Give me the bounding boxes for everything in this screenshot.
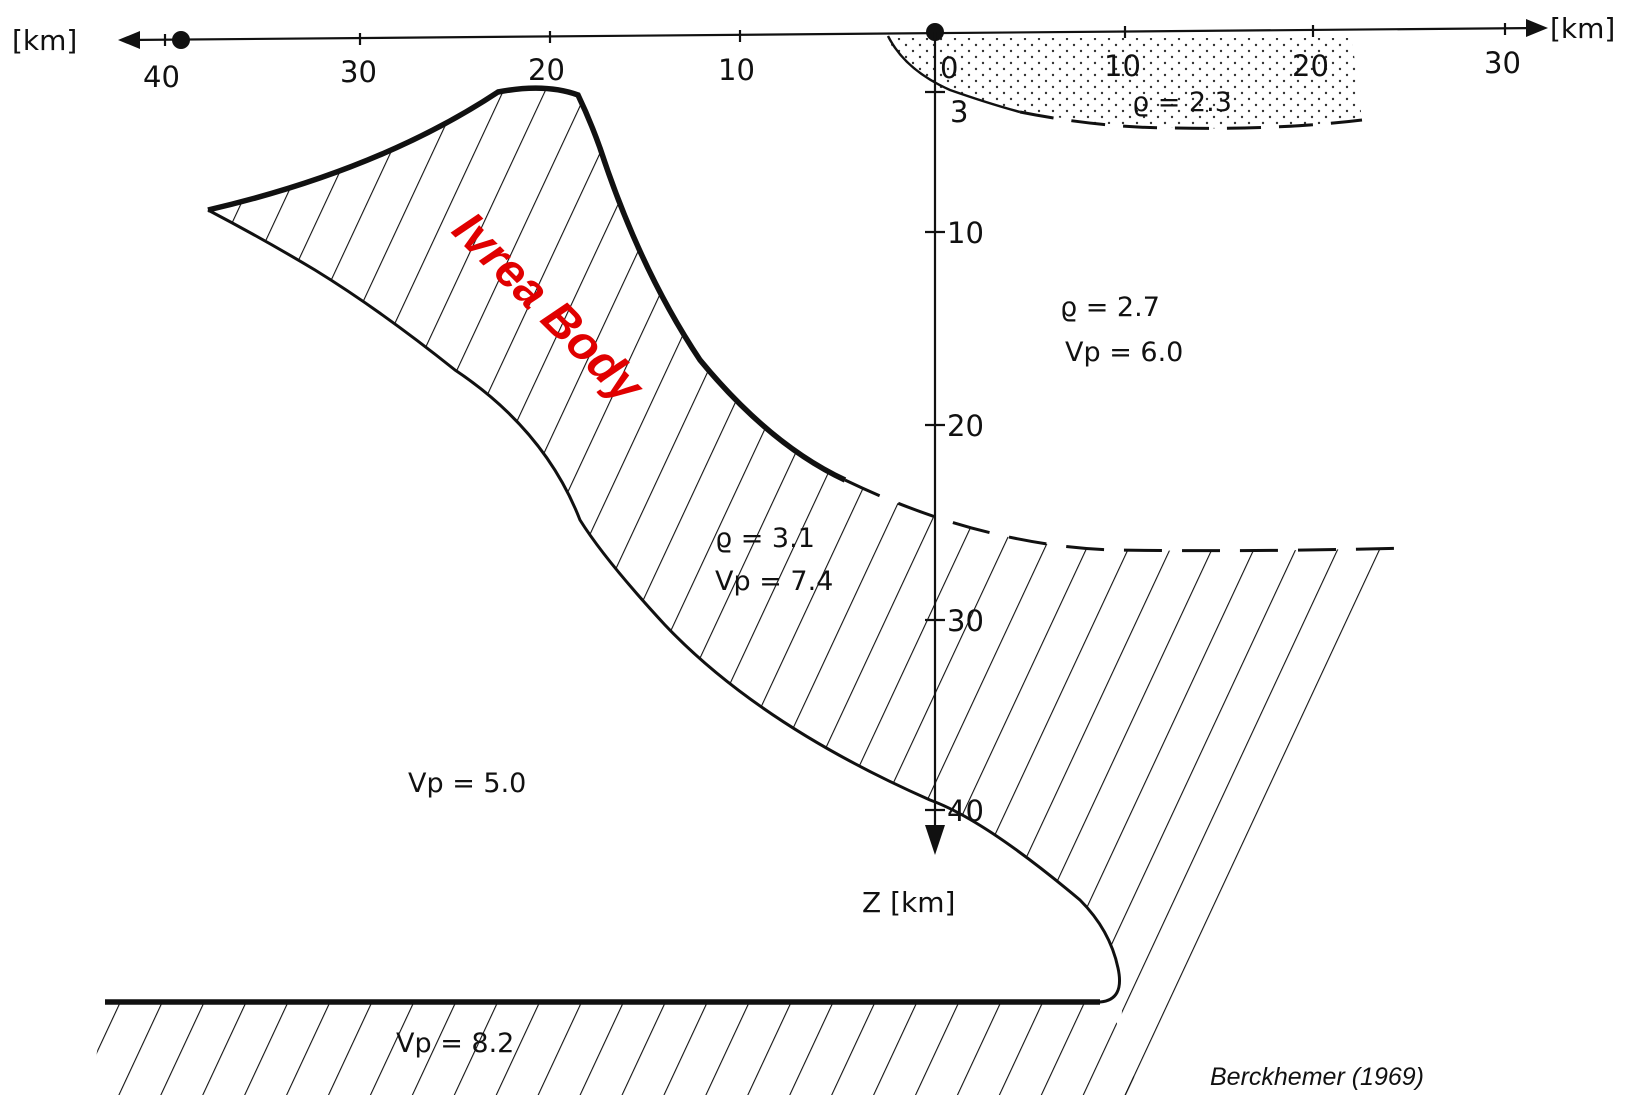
right-unit-label: [km] [1550, 12, 1615, 45]
tick-label-right-0: 0 [940, 51, 958, 85]
axis-endpoint-marker [172, 31, 190, 49]
tick-label-left-30: 30 [340, 55, 377, 89]
tick-label-right-20: 20 [1292, 49, 1329, 83]
crust-velocity-label: Vp = 6.0 [1065, 337, 1183, 368]
crust-density-label: ϱ = 2.7 [1060, 292, 1160, 323]
sediment-basin [888, 38, 1362, 129]
depth-tick-20: 20 [947, 409, 984, 443]
sediment-boundary-dashed [1019, 110, 1363, 130]
tick-label-left-10: 10 [718, 53, 755, 87]
horizontal-tick-marks [163, 23, 1507, 46]
tick-label-left-20: 20 [528, 53, 565, 87]
tick-label-right-30: 30 [1484, 46, 1521, 80]
depth-tick-40: 40 [947, 794, 984, 828]
depth-tick-marks [925, 90, 945, 812]
ivrea-dashed-boundary [844, 478, 1411, 553]
depth-axis-label: Z [km] [862, 886, 955, 919]
mantle-region [90, 1002, 1140, 1095]
citation-credit: Berckhemer (1969) [1210, 1063, 1424, 1091]
depth-axis-arrow-icon [925, 825, 945, 855]
horizontal-axis-left-arrow-icon [118, 31, 140, 49]
depth-tick-30: 30 [947, 604, 984, 638]
ivrea-body [208, 88, 1410, 1095]
lower-left-velocity-label: Vp = 5.0 [408, 768, 526, 799]
horizontal-axis-right-arrow-icon [1526, 19, 1548, 37]
sediment-density-label: ϱ = 2.3 [1132, 87, 1232, 118]
depth-tick-10: 10 [947, 216, 984, 250]
left-unit-label: [km] [12, 24, 77, 57]
ivrea-velocity-label: Vp = 7.4 [715, 566, 833, 597]
mantle-velocity-label: Vp = 8.2 [396, 1028, 514, 1059]
ivrea-top-boundary [207, 85, 847, 483]
horizontal-axis-line [127, 26, 1541, 42]
depth-tick-3: 3 [950, 95, 968, 129]
tick-label-right-10: 10 [1104, 49, 1141, 83]
ivrea-density-label: ϱ = 3.1 [715, 523, 815, 554]
tick-label-left-40: 40 [143, 60, 180, 94]
ivrea-lower-boundary [105, 208, 1121, 1004]
sediment-boundary-solid [886, 35, 1021, 114]
